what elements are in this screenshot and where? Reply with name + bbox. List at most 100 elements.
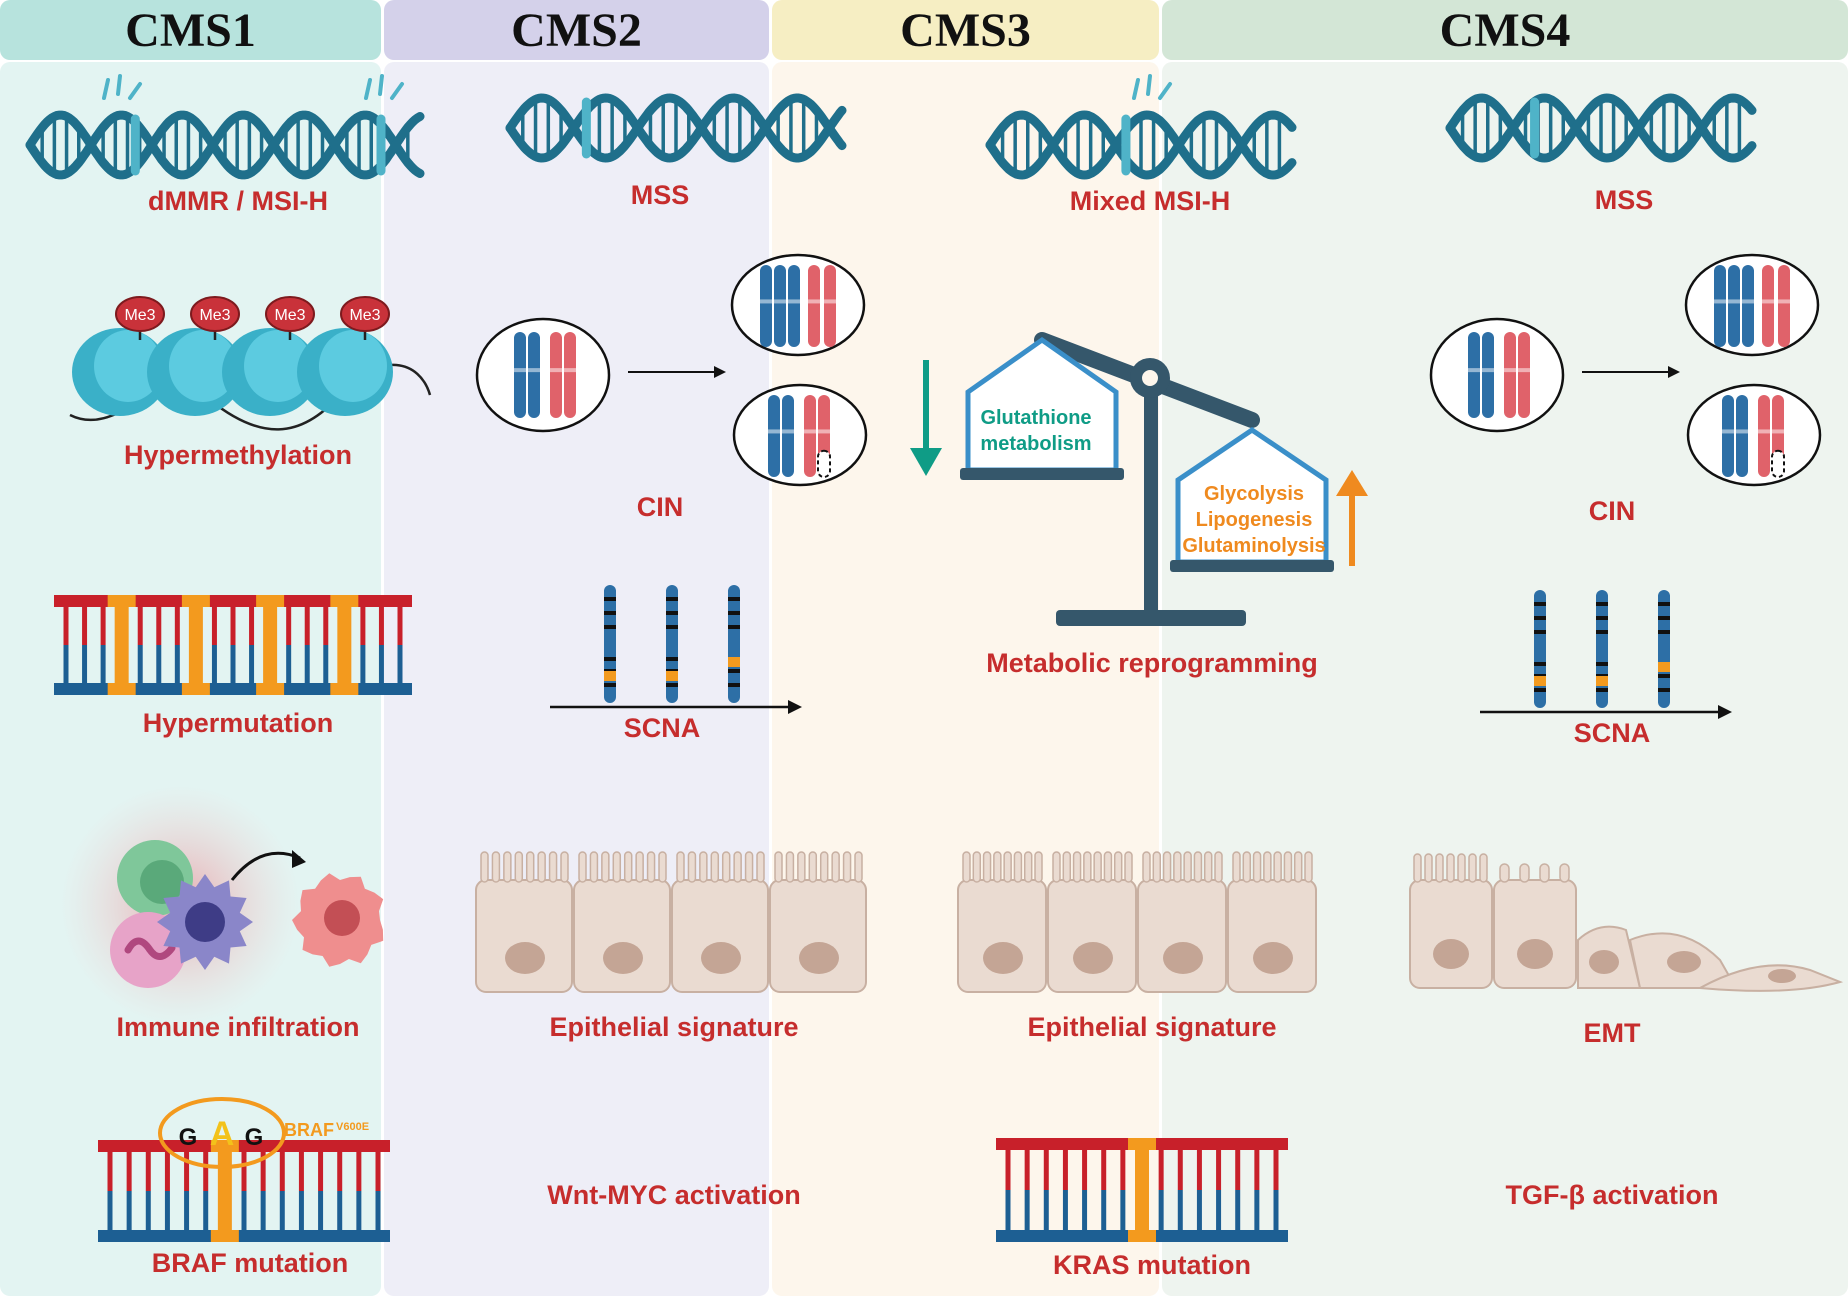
centromere	[817, 429, 831, 434]
mutated-backbone-bottom	[210, 1230, 239, 1242]
cms1-title: CMS1	[125, 3, 256, 57]
chromosome-band	[666, 597, 678, 601]
microvillus	[1293, 851, 1303, 883]
chromosome	[1761, 265, 1775, 347]
dna-strand	[1445, 93, 1757, 163]
mutated-backbone-top	[256, 595, 285, 607]
microvillus	[1183, 851, 1192, 883]
centromere	[1713, 299, 1727, 304]
chromatid	[824, 265, 836, 347]
microvillus	[658, 851, 667, 883]
scale-left-text: metabolism	[980, 433, 1091, 455]
microvillus	[525, 851, 535, 883]
microvillus	[1446, 853, 1455, 883]
copy-number-segment	[1658, 662, 1670, 672]
cms3-label-epithelial: Epithelial signature	[1027, 1012, 1277, 1042]
chromosome	[807, 265, 821, 347]
cms4-label-emt: EMT	[1583, 1018, 1641, 1048]
mutated-base-pair	[263, 605, 278, 685]
cms4-title: CMS4	[1439, 3, 1571, 57]
cms4-label-scna: SCNA	[1573, 718, 1651, 748]
microvillus	[503, 851, 512, 883]
chromosome	[1721, 395, 1735, 477]
microvillus	[854, 851, 863, 883]
backbone-top	[54, 595, 412, 607]
microvillus	[1023, 851, 1033, 883]
chromosome	[817, 395, 831, 479]
chromosome-band	[666, 657, 678, 661]
centromere	[781, 429, 795, 434]
chromatid	[768, 395, 780, 477]
microvillus	[699, 851, 708, 883]
cms2-label-cin: CIN	[636, 492, 684, 522]
cms4-header: CMS4	[1162, 0, 1848, 60]
chromatid	[514, 332, 526, 418]
spark-mark	[1146, 74, 1152, 96]
chromosome-band	[666, 625, 678, 629]
centromere	[803, 429, 817, 434]
centromere	[1735, 429, 1749, 434]
tumor-nucleus	[324, 900, 360, 936]
microvillus	[635, 851, 644, 883]
microvillus	[1113, 851, 1123, 883]
centromere	[807, 299, 821, 304]
microvillus	[578, 851, 587, 883]
chromosome	[563, 332, 577, 418]
dna-helix-cms4	[1445, 93, 1757, 163]
chromatid	[1728, 265, 1740, 347]
hypermutation-ladder	[54, 595, 412, 695]
methyl-mark-label: Me3	[124, 307, 155, 324]
epithelial-cell	[475, 879, 573, 993]
chromosome	[787, 265, 801, 347]
chromosome-band	[604, 657, 616, 661]
chromosome-band	[728, 611, 740, 615]
chromosome-band	[1596, 688, 1608, 692]
copy-number-segment	[1596, 676, 1608, 686]
cell-nucleus	[1517, 939, 1553, 969]
chromosome-band	[1596, 630, 1608, 634]
chromosome	[1727, 265, 1741, 347]
spark-mark	[128, 82, 142, 100]
microvillus	[1152, 851, 1162, 883]
emt-progression	[1409, 853, 1844, 992]
cms3-title: CMS3	[900, 3, 1031, 57]
microvillus	[601, 851, 610, 883]
copy-number-segment	[1534, 676, 1546, 686]
histone-core-highlight	[169, 330, 237, 402]
centromere	[527, 368, 541, 373]
chromatid	[1482, 332, 1494, 418]
cms1-label-braf: BRAF mutation	[151, 1248, 349, 1278]
mutated-backbone-top	[210, 1140, 239, 1152]
histone-core-highlight	[244, 330, 312, 402]
chromatid	[1468, 332, 1480, 418]
epithelial-cell	[1409, 879, 1493, 989]
chromosome-band	[1534, 616, 1546, 620]
spark-mark	[364, 78, 372, 100]
chromosome	[1735, 395, 1749, 477]
chromosome-band	[1534, 602, 1546, 606]
microvillus	[1214, 851, 1223, 883]
copy-number-segment	[604, 671, 616, 681]
scna-diagram-cms2	[550, 585, 802, 714]
epithelial-cell	[957, 879, 1047, 993]
chromosome	[1503, 332, 1517, 418]
chromatid	[1742, 265, 1754, 347]
centromere	[1517, 368, 1531, 373]
dendritic-nucleus	[185, 902, 225, 942]
mutated-base-pair	[217, 1150, 232, 1232]
chromosome	[1771, 395, 1785, 479]
cell-nucleus	[505, 942, 545, 974]
methyl-mark	[190, 296, 240, 332]
methyl-mark-label: Me3	[274, 307, 305, 324]
cms2-title: CMS2	[511, 3, 642, 57]
centromere	[787, 299, 801, 304]
cin-diagram-cms2	[475, 253, 868, 487]
chromatid	[528, 332, 540, 418]
chromosome-band	[1658, 674, 1670, 678]
centromere	[1771, 429, 1785, 434]
microvillus	[1052, 851, 1061, 883]
mutated-backbone-top	[107, 595, 136, 607]
microvillus	[1519, 863, 1530, 883]
